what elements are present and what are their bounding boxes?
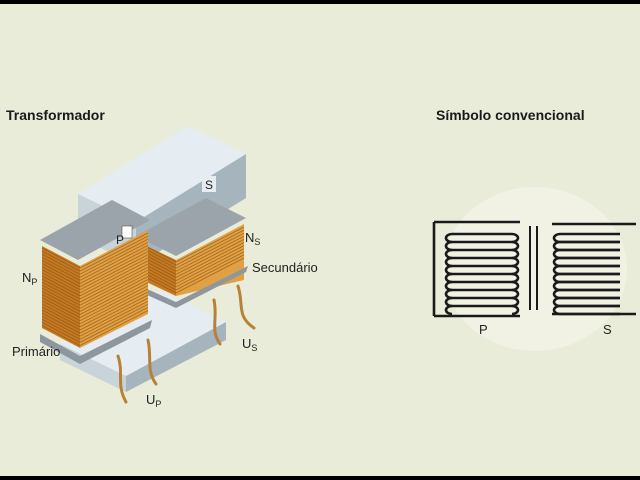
primary-winding-symbol (444, 232, 520, 316)
secondary-winding-line (175, 242, 245, 278)
primary-winding-line (79, 276, 149, 312)
primary-winding-line (79, 238, 149, 275)
primary-winding-line (41, 318, 81, 340)
slide-canvas: Transformador Símbolo convencional (0, 4, 640, 476)
primary-winding-line (41, 275, 81, 297)
primary-winding-line (79, 245, 149, 281)
primary-winding-line (79, 288, 149, 325)
primary-winding-line (79, 263, 149, 300)
primary-winding-line (79, 254, 149, 291)
secondary-winding-line (175, 226, 245, 263)
ns-label: NS (245, 230, 260, 247)
primary-winding-line (79, 303, 149, 340)
secondary-winding-line (175, 232, 245, 269)
primary-winding-line (41, 278, 81, 300)
up-label: UP (146, 392, 161, 409)
us-main: U (242, 336, 252, 351)
secondary-winding-line (175, 248, 245, 285)
symbol-title: Símbolo convencional (436, 107, 585, 123)
np-label: NP (22, 270, 37, 287)
core-marker-s (202, 176, 216, 192)
primary-winding-line (79, 297, 149, 334)
transformer-title: Transformador (6, 107, 105, 123)
core-label-p: P (116, 233, 125, 247)
primary-winding-line (41, 247, 81, 269)
us-label: US (242, 336, 257, 353)
primary-winding-line (41, 294, 81, 315)
primary-winding-line (79, 294, 149, 331)
symbol-label-s: S (603, 322, 612, 337)
primary-winding-line (79, 266, 149, 303)
primary-winding-line (41, 281, 81, 303)
primary-winding-line (41, 263, 81, 284)
primary-winding-line (41, 269, 81, 291)
primary-winding-line (41, 253, 81, 275)
primary-winding-line (79, 285, 149, 322)
symbol-label-p: P (479, 322, 488, 337)
primary-winding-line (79, 269, 149, 306)
np-main: N (22, 270, 32, 285)
secondary-loop (552, 304, 620, 316)
us-sub: S (251, 343, 258, 353)
primary-winding-line (41, 325, 81, 346)
primary-winding-line (79, 307, 149, 343)
primary-winding-line (41, 312, 81, 334)
primary-winding-line (79, 257, 149, 294)
primary-winding-line (41, 291, 81, 312)
primary-winding-line (41, 300, 81, 322)
secondary-winding-line (175, 239, 245, 275)
ns-main: N (245, 230, 255, 245)
primary-winding-line (41, 306, 81, 328)
secondary-winding-line (175, 257, 245, 294)
primary-winding-line (41, 256, 81, 278)
secondary-winding-line (175, 245, 245, 281)
primary-winding-line (79, 310, 149, 346)
up-sub: P (155, 399, 162, 409)
secondary-winding-line (175, 235, 245, 272)
transformer-symbol (432, 220, 636, 318)
primary-winding-line (79, 241, 149, 278)
core-marker-p (121, 225, 133, 239)
ns-sub: S (254, 237, 261, 247)
core-label-s: S (205, 178, 214, 192)
primary-winding-line (41, 303, 81, 325)
primary-winding-line (41, 297, 81, 318)
primary-winding-line (79, 282, 149, 318)
secondary-winding-symbol (552, 232, 620, 316)
primary-winding-line (79, 291, 149, 328)
primary-winding-line (79, 300, 149, 337)
primary-winding-line (79, 232, 149, 269)
primary-loop (452, 304, 520, 316)
secondary-winding-line (175, 254, 245, 291)
primary-winding-line (41, 322, 81, 343)
symbol-glow (443, 187, 627, 351)
primary-winding-line (41, 250, 81, 272)
primary-coil (40, 200, 152, 364)
primary-winding-line (79, 248, 149, 284)
secondary-label: Secundário (252, 260, 318, 275)
primary-winding-line (41, 266, 81, 287)
primary-loop-end (444, 304, 453, 316)
primary-winding-line (41, 272, 81, 294)
primary-winding-line (41, 287, 81, 309)
secondary-winding-line (175, 251, 245, 288)
secondary-coil (136, 198, 248, 308)
transformer-illustration (40, 126, 636, 404)
secondary-winding-line (175, 229, 245, 266)
up-main: U (146, 392, 156, 407)
primary-winding-line (41, 260, 81, 281)
primary-winding-line (41, 309, 81, 331)
primary-winding-line (79, 235, 149, 272)
primary-winding-line (41, 315, 81, 337)
primary-label: Primário (12, 344, 61, 359)
wires (116, 284, 256, 404)
primary-winding-line (79, 272, 149, 309)
primary-winding-line (41, 284, 81, 306)
np-sub: P (31, 277, 38, 287)
primary-winding-line (79, 260, 149, 297)
primary-winding-line (79, 279, 149, 315)
primary-winding-line (79, 251, 149, 287)
